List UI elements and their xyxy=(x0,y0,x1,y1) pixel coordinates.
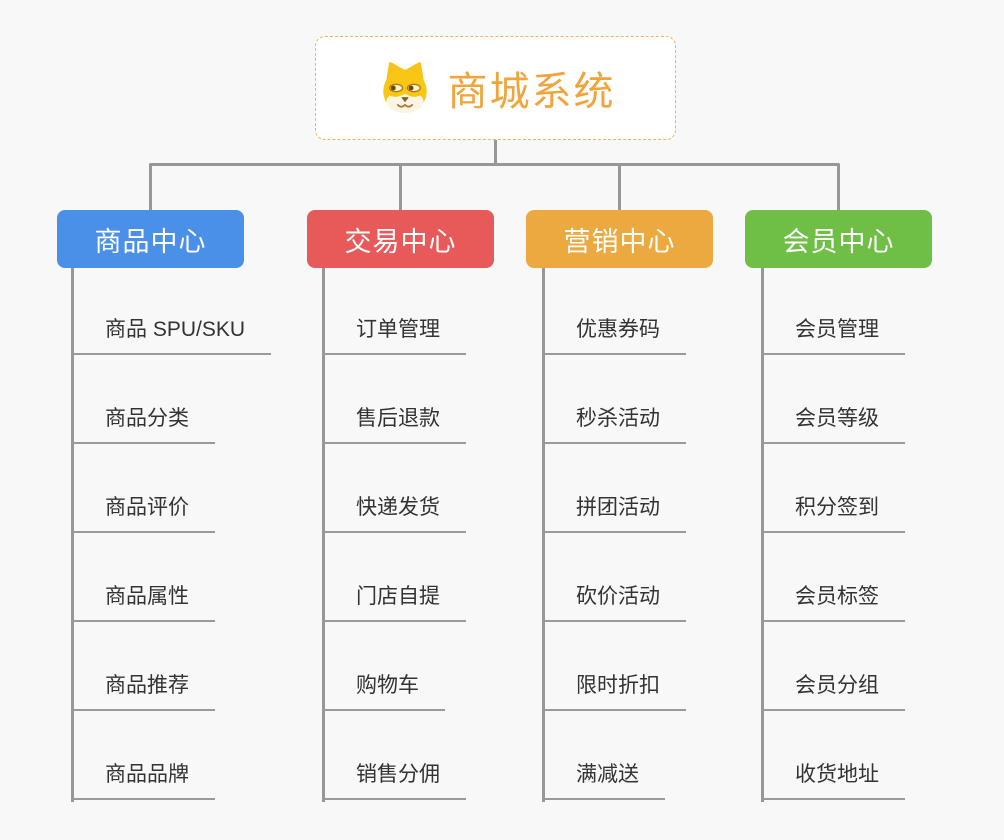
leaf-node[interactable]: 售后退款 xyxy=(322,404,466,444)
root-title: 商城系统 xyxy=(447,70,616,114)
connector-root-spine xyxy=(494,140,497,165)
leaf-node[interactable]: 会员分组 xyxy=(761,671,905,711)
leaf-node[interactable]: 商品评价 xyxy=(71,493,215,533)
leaf-node[interactable]: 商品分类 xyxy=(71,404,215,444)
leaf-node[interactable]: 会员等级 xyxy=(761,404,905,444)
leaf-node[interactable]: 快递发货 xyxy=(322,493,466,533)
leaf-node[interactable]: 秒杀活动 xyxy=(542,404,686,444)
doge-icon xyxy=(376,60,434,116)
connector-drop xyxy=(618,164,621,210)
leaf-node[interactable]: 会员管理 xyxy=(761,315,905,355)
branch-node-marketing[interactable]: 营销中心 xyxy=(526,210,713,268)
leaf-node[interactable]: 满减送 xyxy=(542,760,665,800)
leaf-node[interactable]: 积分签到 xyxy=(761,493,905,533)
connector-branch-spine xyxy=(322,268,325,802)
leaf-node[interactable]: 销售分佣 xyxy=(322,760,466,800)
leaf-node[interactable]: 商品品牌 xyxy=(71,760,215,800)
leaf-node[interactable]: 购物车 xyxy=(322,671,445,711)
leaf-node[interactable]: 商品推荐 xyxy=(71,671,215,711)
leaf-node[interactable]: 拼团活动 xyxy=(542,493,686,533)
leaf-node[interactable]: 收货地址 xyxy=(761,760,905,800)
leaf-node[interactable]: 商品属性 xyxy=(71,582,215,622)
connector-branch-spine xyxy=(542,268,545,802)
leaf-node[interactable]: 优惠券码 xyxy=(542,315,686,355)
leaf-node[interactable]: 门店自提 xyxy=(322,582,466,622)
leaf-node[interactable]: 订单管理 xyxy=(322,315,466,355)
connector-drop xyxy=(837,164,840,210)
connector-bus xyxy=(149,163,840,166)
leaf-node[interactable]: 会员标签 xyxy=(761,582,905,622)
root-node[interactable]: 商城系统 xyxy=(315,36,676,140)
branch-node-product[interactable]: 商品中心 xyxy=(57,210,244,268)
connector-drop xyxy=(149,164,152,210)
leaf-node[interactable]: 砍价活动 xyxy=(542,582,686,622)
connector-branch-spine xyxy=(761,268,764,802)
leaf-node[interactable]: 限时折扣 xyxy=(542,671,686,711)
connector-branch-spine xyxy=(71,268,74,802)
branch-node-member[interactable]: 会员中心 xyxy=(745,210,932,268)
branch-node-trade[interactable]: 交易中心 xyxy=(307,210,494,268)
connector-drop xyxy=(399,164,402,210)
leaf-node[interactable]: 商品 SPU/SKU xyxy=(71,315,272,355)
